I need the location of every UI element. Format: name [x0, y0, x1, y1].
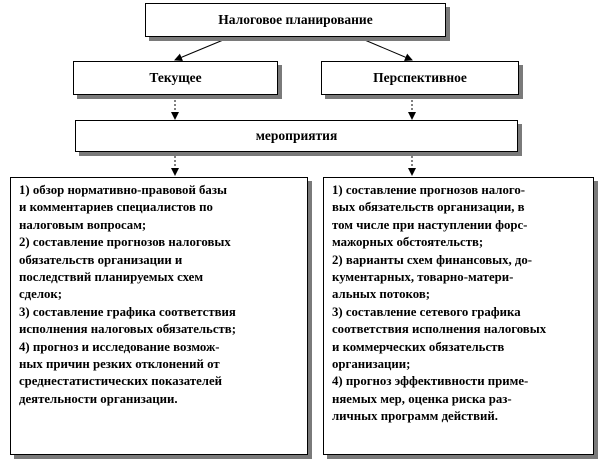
list-item: 3) составление сетевого графика — [332, 304, 521, 319]
list-item: и комментариев специалистов по — [19, 200, 213, 215]
list-item: сделок; — [19, 287, 63, 302]
current-measures-list: 1) обзор нормативно-правовой базы и комм… — [10, 177, 308, 455]
list-item: кументарных, товарно-матери- — [332, 270, 514, 285]
root-box: Налоговое планирование — [145, 3, 446, 37]
list-item: 4) прогноз эффективности приме- — [332, 374, 529, 389]
perspective-measures-list: 1) составление прогнозов налого- вых обя… — [323, 177, 594, 455]
list-item: 1) составление прогнозов налого- — [332, 183, 526, 197]
measures-box: мероприятия — [75, 120, 518, 152]
list-item: вых обязательств организации, в — [332, 200, 525, 215]
list-item: и коммерческих обязательств — [332, 339, 505, 354]
list-item: няемых мер, оценка риска раз- — [332, 391, 512, 406]
list-item: 1) обзор нормативно-правовой базы — [19, 183, 227, 197]
current-box: Текущее — [73, 61, 278, 95]
list-item: обязательств организации и — [19, 252, 183, 267]
arrow-root-to-current — [174, 37, 229, 62]
list-item: 3) составление графика соответствия — [19, 304, 236, 319]
list-item: соответствия исполнения налоговых — [332, 322, 547, 337]
list-item: последствий планируемых схем — [19, 270, 204, 285]
list-item: 4) прогноз и исследование возмож- — [19, 339, 220, 354]
arrow-root-to-perspective — [359, 37, 413, 61]
perspective-label: Перспективное — [373, 70, 467, 85]
list-item: альных потоков; — [332, 287, 430, 302]
list-item: налоговым вопросам; — [19, 217, 147, 232]
list-item: 2) составление прогнозов налоговых — [19, 235, 231, 250]
list-item: том числе при наступлении форс- — [332, 217, 528, 232]
list-item: среднестатистических показателей — [19, 374, 223, 389]
root-label: Налоговое планирование — [218, 12, 373, 27]
list-item: деятельности организации. — [19, 391, 178, 406]
current-label: Текущее — [149, 70, 202, 85]
list-item: личных программ действий. — [332, 409, 498, 424]
list-item: организации; — [332, 357, 411, 372]
list-item: ных причин резких отклонений от — [19, 357, 220, 372]
perspective-box: Перспективное — [321, 61, 519, 95]
measures-label: мероприятия — [255, 128, 338, 143]
list-item: 2) варианты схем финансовых, до- — [332, 252, 533, 267]
list-item: исполнения налоговых обязательств; — [19, 322, 236, 337]
list-item: мажорных обстоятельств; — [332, 235, 484, 250]
